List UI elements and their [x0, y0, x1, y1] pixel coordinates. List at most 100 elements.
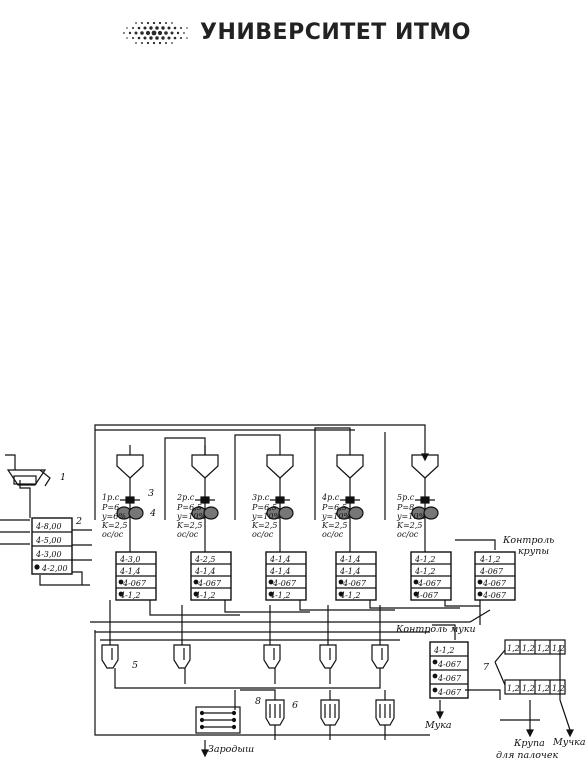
- intake-separator: [6, 469, 51, 487]
- ref-label-roll-gap: 3: [148, 488, 154, 499]
- stage-param: K=2,5: [321, 521, 347, 530]
- stage-sieve: 4-1,4: [269, 555, 291, 564]
- sieve-marker: [338, 579, 344, 585]
- dotted-sphere-icon: [123, 21, 188, 45]
- stage-sieve: 4-2,5: [194, 555, 216, 564]
- grader-top-cell-3: 1,2: [537, 644, 550, 653]
- stage-param: y=6%: [101, 512, 126, 521]
- stage-sieve: 4-1,2: [339, 591, 361, 600]
- groats-control-sieve-2: 4-067: [479, 567, 504, 576]
- ref-label-germ: 8: [255, 696, 261, 707]
- sieve-marker: [118, 591, 124, 597]
- output-groats-2: для палочек: [496, 750, 558, 761]
- flour-control-sifter: [429, 641, 469, 699]
- stage-name: 5р.с: [397, 493, 415, 502]
- groats-graders: [504, 639, 566, 695]
- sieve-marker: [193, 591, 199, 597]
- stage-sieve: 4-1,2: [119, 591, 141, 600]
- groats-control-label-1: Контроль: [502, 535, 554, 546]
- stage-param: ос/ос: [252, 530, 274, 539]
- grader-top-cell-1: 1,2: [507, 644, 520, 653]
- stage-param: P=6: [101, 503, 119, 512]
- stage-param: K=2,5: [396, 521, 422, 530]
- grinding-stage-3: 3р.сP=6,5y=10%K=2,5ос/ос4-1,44-1,44-0674…: [251, 454, 307, 601]
- stage-sieve: 4-1,4: [269, 567, 291, 576]
- flour-control-label: Контроль муки: [395, 624, 476, 635]
- presort-sieve-3: 4-3,00: [35, 550, 62, 559]
- stage-sieve: 4-1,4: [339, 555, 361, 564]
- stage-param: y=10%: [396, 512, 426, 521]
- stage-sieve: 4-067: [122, 579, 147, 588]
- grader-bottom-cell-2: 1,2: [522, 684, 535, 693]
- ref-label-finisher: 6: [292, 700, 298, 711]
- output-flour: Мука: [424, 720, 452, 731]
- cyclone-1: [101, 644, 119, 669]
- stage-param: K=2,5: [101, 521, 127, 530]
- grinding-stage-1: 1р.сP=6y=6%K=2,5ос/ос4-3,04-1,44-0674-1,…: [101, 454, 157, 601]
- bran-finisher-3: [375, 699, 395, 726]
- roll-right: [203, 506, 219, 520]
- sieve-marker: [268, 579, 274, 585]
- germ-separator: [195, 706, 241, 734]
- output-arrows: [201, 453, 574, 758]
- cyclone-5: [371, 644, 389, 669]
- stage-sieve: 4-1,4: [194, 567, 216, 576]
- stage-param: P=6,5: [321, 503, 347, 512]
- stage-sieve: 4-067: [417, 579, 442, 588]
- stage-param: ос/ос: [322, 530, 344, 539]
- ref-label-graders: 7: [483, 662, 490, 673]
- hopper: [336, 454, 364, 479]
- stage-name: 4р.с: [321, 493, 340, 502]
- ref-label-intake: 1: [60, 472, 66, 483]
- sieve-marker: [193, 579, 199, 585]
- hopper: [411, 454, 439, 479]
- grader-bottom-cell-1: 1,2: [507, 684, 520, 693]
- stage-param: y=10%: [321, 512, 351, 521]
- stage-param: y=10%: [176, 512, 206, 521]
- ref-label-presort: 2: [75, 516, 82, 527]
- output-fine-flour: Мучка: [552, 737, 586, 748]
- stage-sieve: 4-067: [342, 579, 367, 588]
- roll-right: [278, 506, 294, 520]
- flour-control-sieve-2: 4-067: [437, 660, 462, 669]
- output-groats-1: Крупа: [513, 738, 545, 749]
- stage-param: K=2,5: [251, 521, 277, 530]
- bran-finishers: [265, 699, 395, 726]
- groats-control-sieve-4: 4-067: [482, 591, 507, 600]
- stage-param: ос/ос: [102, 530, 124, 539]
- flour-control-sieve-1: 4-1,2: [433, 646, 455, 655]
- stage-sieve: 4-067: [197, 579, 222, 588]
- stage-param: ос/ос: [177, 530, 199, 539]
- hopper: [191, 454, 219, 479]
- page-header: УНИВЕРСИТЕТ ИТМО: [0, 0, 587, 70]
- roll-right: [423, 506, 439, 520]
- presort-sieve-4: 4-2,00: [41, 564, 68, 573]
- ref-label-rolls: 4: [149, 508, 156, 519]
- cyclone-4: [319, 644, 337, 669]
- stage-name: 3р.с: [252, 493, 270, 502]
- output-germ: Зародыш: [208, 744, 254, 755]
- grinding-stages: 1р.сP=6y=6%K=2,5ос/ос4-3,04-1,44-0674-1,…: [101, 454, 452, 601]
- presort-sieve-2: 4-5,00: [35, 536, 62, 545]
- groats-control-label-2: крупы: [518, 546, 549, 557]
- milling-flow-diagram: 1р.сP=6y=6%K=2,5ос/ос4-3,04-1,44-0674-1,…: [0, 424, 586, 761]
- bran-finisher-2: [320, 699, 340, 726]
- sieve-marker: [413, 591, 419, 597]
- stage-name: 2р.с: [176, 493, 195, 502]
- stage-param: P=6,5: [251, 503, 277, 512]
- bran-finisher-1: [265, 699, 285, 726]
- sieve-marker: [413, 579, 419, 585]
- sieve-marker: [338, 591, 344, 597]
- groats-control-sifter: [474, 551, 516, 601]
- stage-sieve: 4-067: [272, 579, 297, 588]
- stage-sieve: 4-1,4: [339, 567, 361, 576]
- stage-param: y=10%: [251, 512, 281, 521]
- grader-top-cell-2: 1,2: [522, 644, 535, 653]
- stage-sieve: 4-1,2: [414, 555, 436, 564]
- grinding-stage-2: 2р.сP=6,5y=10%K=2,5ос/ос4-2,54-1,44-0674…: [176, 454, 232, 601]
- stage-sieve: 4-1,2: [414, 567, 436, 576]
- cyclone-3: [263, 644, 281, 669]
- stage-sieve: 4-3,0: [119, 555, 141, 564]
- roll-right: [348, 506, 364, 520]
- cyclone-2: [173, 644, 191, 669]
